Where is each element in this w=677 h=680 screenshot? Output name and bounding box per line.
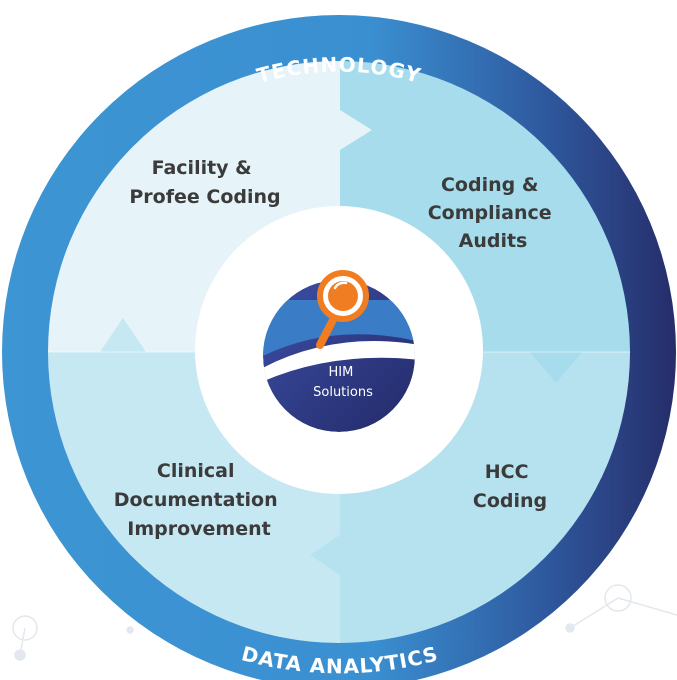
- puzzle-tab-right: [530, 352, 582, 383]
- puzzle-tab-top: [340, 110, 372, 150]
- puzzle-tab-left: [100, 318, 146, 352]
- segment-cdi-label: Clinical Documentation Improvement: [114, 460, 285, 540]
- segment-facility-label: Facility & Profee Coding: [129, 157, 280, 208]
- center-label: HIM Solutions: [313, 365, 373, 400]
- segment-audits-label: Coding & Compliance Audits: [428, 174, 559, 252]
- background-network-decoration: [12, 584, 677, 661]
- segment-hcc-label: HCC Coding: [473, 461, 547, 512]
- puzzle-tab-bottom: [310, 535, 340, 575]
- him-solutions-logo: HIM Solutions: [263, 270, 415, 432]
- magnifier-icon: [316, 270, 369, 349]
